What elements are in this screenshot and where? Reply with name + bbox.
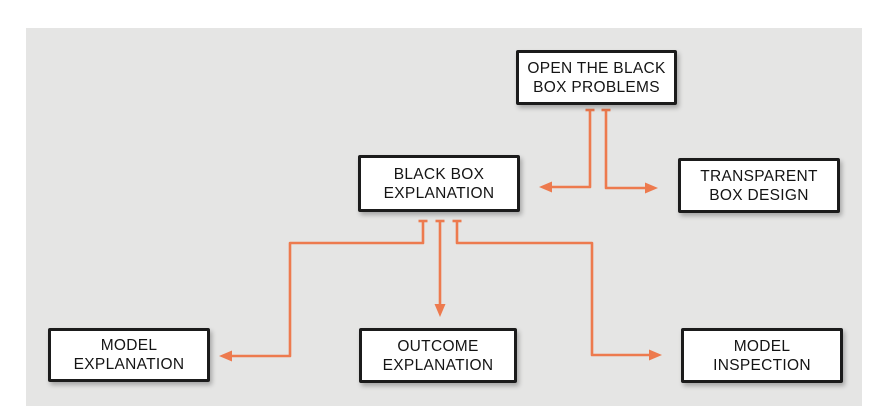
node-label-line: BLACK BOX bbox=[393, 165, 485, 183]
node-label-line: INSPECTION bbox=[713, 356, 811, 374]
node-label-line: OUTCOME bbox=[397, 337, 479, 355]
node-model-explanation: MODEL EXPLANATION bbox=[48, 328, 210, 382]
node-label-line: EXPLANATION bbox=[382, 356, 494, 374]
node-label-line: MODEL bbox=[100, 337, 158, 354]
node-label-line: TRANSPARENT bbox=[700, 167, 818, 185]
node-label-line: OPEN THE BLACK bbox=[527, 59, 666, 77]
node-transparent-box-design: TRANSPARENT BOX DESIGN bbox=[678, 158, 840, 213]
node-label-line: MODEL bbox=[733, 337, 791, 355]
node-label-line: EXPLANATION bbox=[73, 356, 185, 373]
node-label-line: BOX PROBLEMS bbox=[533, 78, 660, 96]
node-label-line: EXPLANATION bbox=[383, 184, 495, 202]
node-outcome-explanation: OUTCOME EXPLANATION bbox=[359, 328, 517, 383]
node-black-box-explanation: BLACK BOX EXPLANATION bbox=[358, 155, 520, 212]
node-open-the-black-box-problems: OPEN THE BLACK BOX PROBLEMS bbox=[516, 50, 677, 105]
node-label-line: BOX DESIGN bbox=[709, 186, 809, 204]
node-model-inspection: MODEL INSPECTION bbox=[681, 328, 843, 383]
